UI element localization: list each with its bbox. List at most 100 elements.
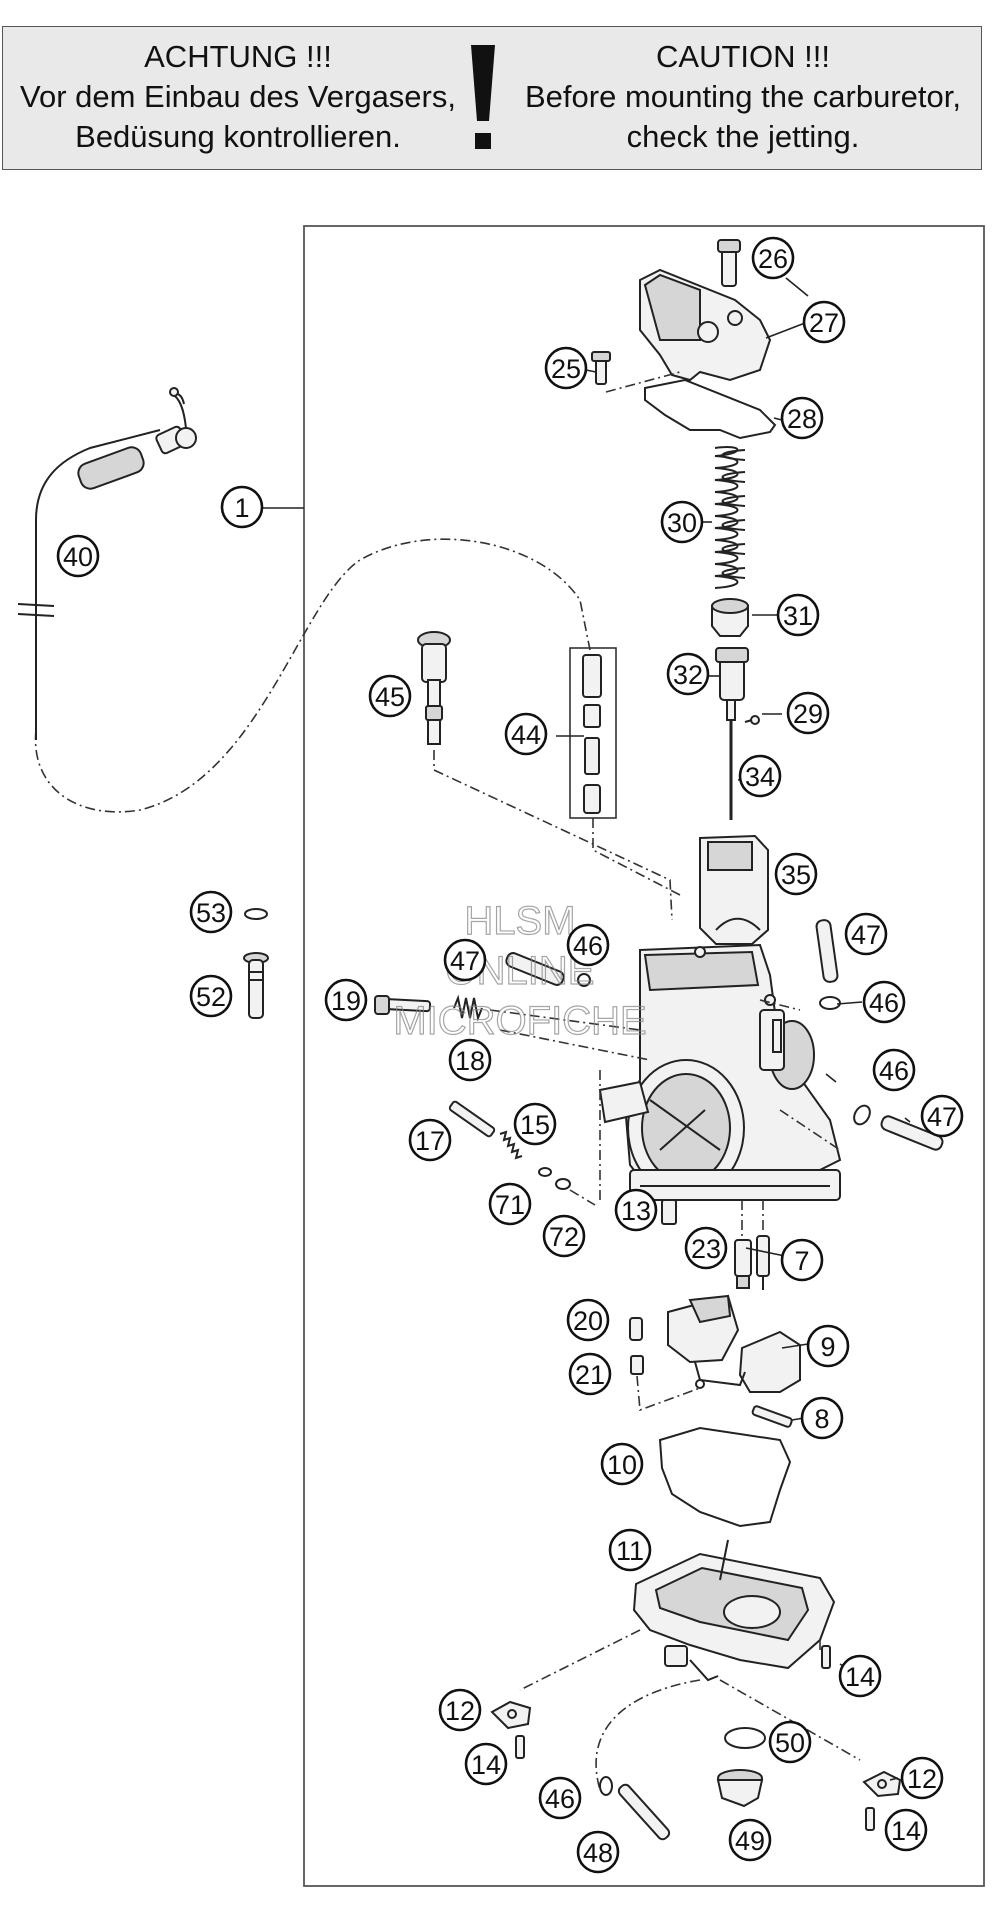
svg-text:12: 12	[907, 1764, 937, 1794]
svg-text:46: 46	[869, 988, 899, 1018]
callout-32: 32	[666, 652, 710, 696]
callout-20: 20	[566, 1298, 610, 1342]
warning-german-line2: Bedüsung kontrollieren.	[75, 119, 401, 154]
svg-text:8: 8	[814, 1404, 829, 1434]
svg-text:48: 48	[583, 1838, 613, 1868]
float-assembly-drawing	[629, 1294, 801, 1428]
callout-11: 11	[608, 1528, 652, 1572]
callout-44: 44	[504, 712, 548, 756]
loose-parts-left-drawing	[243, 908, 269, 1019]
callout-47-lower-right: 47	[920, 1094, 964, 1138]
callout-34: 34	[738, 754, 782, 798]
callout-45: 45	[368, 674, 412, 718]
callout-21: 21	[568, 1352, 612, 1396]
callout-52: 52	[189, 974, 233, 1018]
svg-text:52: 52	[196, 982, 226, 1012]
svg-text:71: 71	[495, 1190, 525, 1220]
svg-text:53: 53	[196, 898, 226, 928]
callout-8: 8	[800, 1396, 844, 1440]
callout-17: 17	[408, 1118, 452, 1162]
svg-text:14: 14	[891, 1816, 921, 1846]
svg-text:32: 32	[673, 660, 703, 690]
svg-text:18: 18	[455, 1046, 485, 1076]
warning-german: ACHTUNG !!! Vor dem Einbau des Vergasers…	[3, 37, 473, 157]
svg-text:15: 15	[520, 1110, 550, 1140]
float-bowl-drawing	[519, 1539, 861, 1761]
svg-text:10: 10	[607, 1450, 637, 1480]
svg-text:20: 20	[573, 1306, 603, 1336]
svg-text:34: 34	[745, 762, 775, 792]
svg-text:17: 17	[415, 1126, 445, 1156]
callout-47-upper-right: 47	[844, 912, 888, 956]
svg-text:9: 9	[820, 1332, 835, 1362]
assembly-frame	[303, 225, 985, 1887]
callout-46-bottom: 46	[538, 1776, 582, 1820]
svg-text:27: 27	[809, 308, 839, 338]
svg-text:14: 14	[845, 1662, 875, 1692]
callout-48: 48	[576, 1830, 620, 1874]
svg-text:72: 72	[549, 1222, 579, 1252]
callout-47-upper-left: 47	[443, 938, 487, 982]
warning-english: CAUTION !!! Before mounting the carburet…	[508, 37, 978, 157]
svg-text:29: 29	[793, 699, 823, 729]
svg-text:47: 47	[927, 1102, 957, 1132]
slide-spring-drawing	[714, 446, 746, 589]
callout-28: 28	[780, 396, 824, 440]
callout-7: 7	[780, 1238, 824, 1282]
callout-14-upper-right: 14	[838, 1654, 882, 1698]
caution-banner: ACHTUNG !!! Vor dem Einbau des Vergasers…	[2, 26, 982, 170]
bowl-bottom-parts-drawing	[490, 1645, 902, 1841]
needle-assembly-drawing	[711, 598, 760, 820]
callout-50: 50	[768, 1720, 812, 1764]
callout-9: 9	[806, 1324, 850, 1368]
top-cover-drawing	[591, 239, 777, 440]
warning-english-line2: check the jetting.	[626, 119, 860, 154]
callout-27: 27	[802, 300, 846, 344]
callout-23: 23	[684, 1226, 728, 1270]
callout-29: 29	[786, 691, 830, 735]
svg-text:12: 12	[445, 1696, 475, 1726]
callout-49: 49	[728, 1818, 772, 1862]
svg-text:50: 50	[775, 1728, 805, 1758]
svg-text:21: 21	[575, 1360, 605, 1390]
callout-13: 13	[614, 1188, 658, 1232]
choke-and-idle-parts-drawing	[417, 631, 681, 921]
watermark-line1: HLSM	[464, 899, 575, 943]
svg-text:19: 19	[331, 986, 361, 1016]
svg-text:13: 13	[621, 1196, 651, 1226]
callout-25: 25	[544, 346, 588, 390]
svg-text:46: 46	[573, 931, 603, 961]
exclamation-icon	[471, 45, 495, 149]
callout-12-right: 12	[900, 1756, 944, 1800]
bowl-gasket-drawing	[658, 1426, 792, 1528]
callout-31: 31	[776, 593, 820, 637]
callout-72: 72	[542, 1214, 586, 1258]
watermark: HLSM ONLINE MICROFICHE	[393, 898, 648, 1043]
warning-german-title: ACHTUNG !!!	[144, 39, 332, 74]
svg-text:28: 28	[787, 404, 817, 434]
svg-text:44: 44	[511, 720, 541, 750]
callout-15: 15	[513, 1102, 557, 1146]
svg-text:47: 47	[450, 946, 480, 976]
svg-text:35: 35	[781, 860, 811, 890]
callout-71: 71	[488, 1182, 532, 1226]
warning-english-title: CAUTION !!!	[656, 39, 830, 74]
callout-53: 53	[189, 890, 233, 934]
callout-19: 19	[324, 978, 368, 1022]
callout-12-left: 12	[438, 1688, 482, 1732]
svg-text:45: 45	[375, 682, 405, 712]
svg-text:1: 1	[234, 493, 249, 523]
callout-18: 18	[448, 1038, 492, 1082]
callout-14-right: 14	[884, 1808, 928, 1852]
svg-text:46: 46	[879, 1056, 909, 1086]
svg-text:46: 46	[545, 1784, 575, 1814]
svg-text:31: 31	[783, 601, 813, 631]
throttle-slide-drawing	[699, 834, 769, 945]
svg-text:40: 40	[63, 542, 93, 572]
callout-14-left: 14	[464, 1742, 508, 1786]
callout-35: 35	[774, 852, 818, 896]
warning-english-line1: Before mounting the carburetor,	[525, 79, 961, 114]
callout-26: 26	[751, 236, 795, 280]
callout-1: 1	[220, 485, 264, 529]
